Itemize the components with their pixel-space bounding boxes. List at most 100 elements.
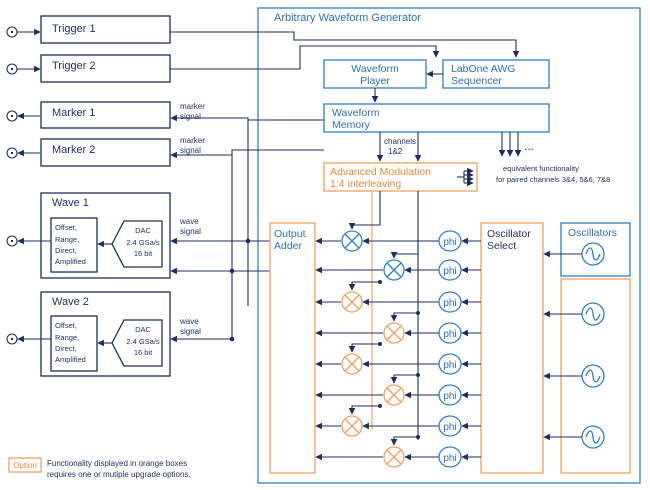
- mixer-row-7: phi: [315, 404, 481, 437]
- phi-label: phi: [443, 360, 456, 371]
- marker-2-label: Marker 2: [52, 144, 95, 156]
- marker-signal-label-2b: signal: [180, 146, 201, 155]
- mixer-row-3: phi: [315, 280, 481, 313]
- waveform-player-box: [323, 59, 427, 89]
- wave-1-offset-line-1: Offset,: [55, 223, 77, 232]
- phi-label: phi: [443, 237, 456, 248]
- oscillator-1-icon: [543, 242, 605, 266]
- wave-1: Wave 1 Offset, Range, Direct, Amplified …: [6, 192, 171, 279]
- wave-2-dac-line-1: DAC: [135, 325, 151, 334]
- trigger-1-label: Trigger 1: [52, 23, 96, 35]
- trigger-2-label: Trigger 2: [52, 60, 96, 72]
- wave-2-dac-block: [111, 319, 163, 367]
- phi-block-4: phi: [438, 322, 462, 344]
- wave-2-dac-line-3: 16 bit: [134, 348, 153, 357]
- phi-block-7: phi: [438, 415, 462, 437]
- mixer-row-6: phi: [315, 373, 481, 406]
- wave-2-offset-line-1: Offset,: [55, 321, 77, 330]
- marker-signal-label-1a: marker: [180, 102, 205, 111]
- oscillator-select-line-1: Oscillator: [487, 228, 531, 240]
- channels-label-line-1: channels: [384, 137, 416, 146]
- waveform-memory-line-2: Memory: [332, 119, 371, 131]
- trigger-1-box: [40, 15, 171, 44]
- oscillator-select-line-2: Select: [487, 240, 516, 252]
- advanced-modulation-line-2: 1:4 interleaving: [330, 178, 401, 190]
- mixer-5-icon: [341, 353, 363, 375]
- mixer-row-8: phi: [315, 435, 481, 468]
- advanced-modulation-box: [323, 162, 478, 192]
- marker-2-box: [40, 138, 171, 167]
- wave-2: Wave 2 Offset, Range, Direct, Amplified …: [6, 291, 171, 377]
- waveform-player-line-2: Player: [360, 75, 390, 87]
- phi-block-1: phi: [438, 230, 462, 252]
- wave-signal-label-2b: signal: [180, 327, 201, 336]
- legend-text-line-2: requires one or mutiple upgrade options.: [47, 470, 191, 479]
- wave-signal-label-1b: signal: [180, 227, 201, 236]
- phi-block-6: phi: [438, 384, 462, 406]
- mixer-3-icon: [341, 291, 363, 313]
- mixer-row-4: phi: [315, 311, 481, 344]
- waveform-memory-box: [323, 103, 550, 133]
- legend-option-label: Option: [13, 461, 37, 470]
- wave-1-offset-line-4: Amplified: [55, 257, 86, 266]
- legend-option-box: [8, 457, 42, 473]
- equivalent-note-line-2: for paired channels 3&4, 5&6, 7&8: [496, 175, 610, 184]
- wave-2-offset-line-2: Range,: [55, 333, 79, 342]
- wave-2-dac-line-2: 2.4 GSa/s: [126, 337, 160, 346]
- marker-1-label: Marker 1: [52, 107, 95, 119]
- output-adder-line-2: Adder: [274, 240, 303, 252]
- oscillator-4-icon: [543, 425, 605, 449]
- wave-1-offset-line-2: Range,: [55, 235, 79, 244]
- oscillator-2-icon: [543, 302, 605, 326]
- phi-label: phi: [443, 391, 456, 402]
- mixer-7-icon: [341, 415, 363, 437]
- oscillators-title: Oscillators: [568, 227, 617, 239]
- marker-2: Marker 2: [6, 138, 171, 167]
- wave-1-dac-line-2: 2.4 GSa/s: [126, 238, 160, 247]
- advanced-modulation-line-1: Advanced Modulation: [330, 166, 431, 178]
- awg-title: Arbitrary Waveform Generator: [274, 12, 421, 24]
- channels-label-line-2: 1&2: [388, 147, 403, 156]
- sequencer-box: [442, 59, 550, 89]
- sequencer-line-1: LabOne AWG: [451, 63, 515, 75]
- waveform-player-line-1: Waveform: [351, 63, 399, 75]
- mixer-row-2: phi: [315, 245, 481, 281]
- wave-2-offset-block: [50, 315, 98, 372]
- legend-text-line-1: Functionality displayed in orange boxes: [47, 459, 187, 468]
- mixer-row-1: phi: [315, 216, 481, 252]
- phi-block-3: phi: [438, 291, 462, 313]
- mixer-1-icon: [341, 230, 363, 252]
- phi-block-5: phi: [438, 353, 462, 375]
- wave-signal-label-2a: wave: [179, 317, 199, 326]
- marker-signal-label-1b: signal: [180, 112, 201, 121]
- mixer-row-5: phi: [315, 342, 481, 375]
- phi-label: phi: [443, 453, 456, 464]
- phi-block-8: phi: [438, 446, 462, 468]
- phi-label: phi: [443, 329, 456, 340]
- wave-1-dac-line-3: 16 bit: [134, 249, 153, 258]
- wave-2-label: Wave 2: [52, 296, 89, 308]
- trigger-1: Trigger 1: [6, 15, 171, 44]
- mixer-layer: phi phi phi phi phi phi phi phi: [315, 216, 481, 468]
- wave-1-dac-line-1: DAC: [135, 226, 151, 235]
- wave-1-dac-block: [111, 220, 163, 268]
- output-adder-box: [269, 222, 316, 474]
- mixer-8-icon: [383, 446, 405, 468]
- trigger-2: Trigger 2: [6, 54, 171, 83]
- wave-1-offset-line-3: Direct,: [55, 246, 77, 255]
- wave-2-offset-line-4: Amplified: [55, 355, 86, 364]
- mixer-2-icon: [383, 259, 405, 281]
- wave-1-label: Wave 1: [52, 197, 89, 209]
- phi-label: phi: [443, 422, 456, 433]
- mixer-6-icon: [383, 384, 405, 406]
- wave-signal-label-1a: wave: [179, 217, 199, 226]
- phi-label: phi: [443, 266, 456, 277]
- phi-block-2: phi: [438, 259, 462, 281]
- ellipsis-text: ...: [524, 139, 534, 153]
- output-adder-line-1: Output: [274, 228, 306, 240]
- oscillator-select-box: [480, 222, 544, 474]
- wave-1-offset-block: [50, 217, 98, 273]
- marker-1: Marker 1: [6, 101, 171, 129]
- waveform-memory-line-1: Waveform: [332, 107, 380, 119]
